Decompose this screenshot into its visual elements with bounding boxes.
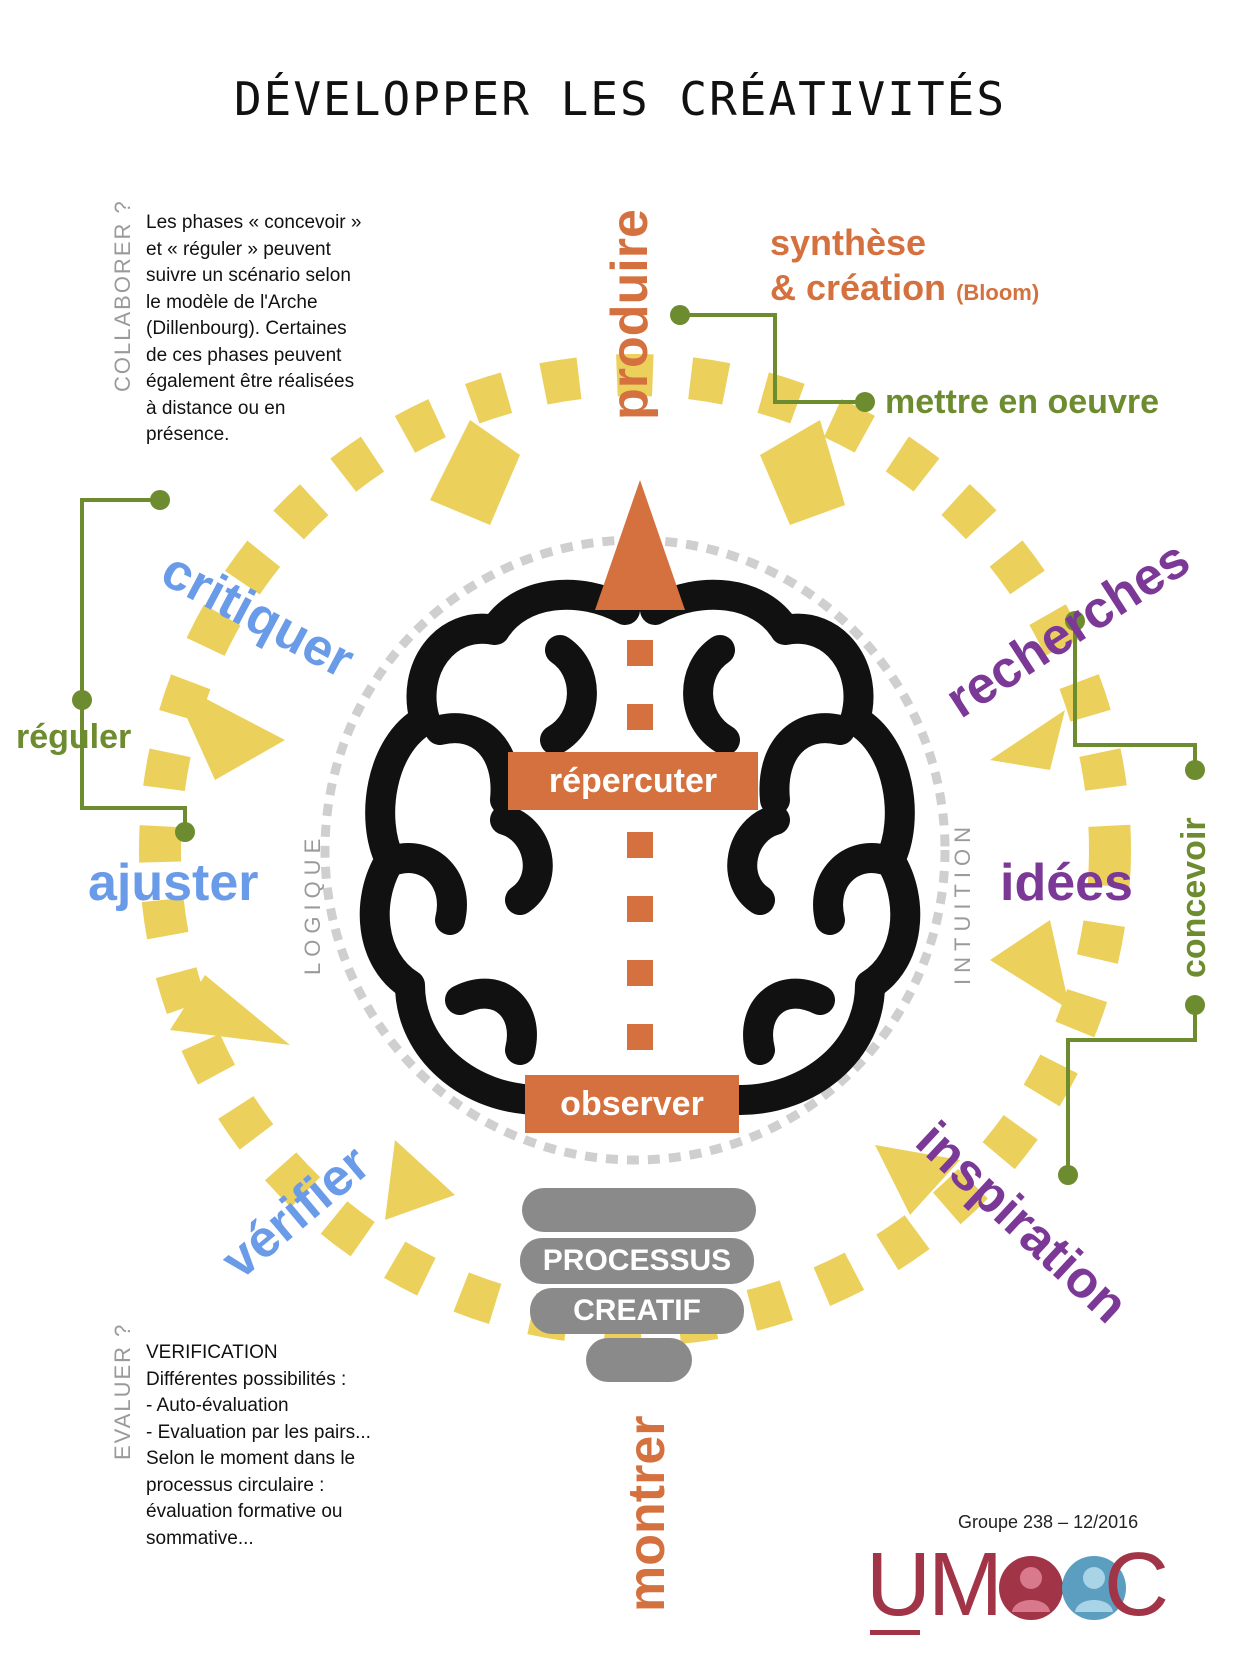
note-line: processus circulaire :	[146, 1474, 325, 1496]
page-title: DÉVELOPPER LES CRÉATIVITÉS	[233, 72, 1007, 126]
label-produire: produire	[601, 209, 659, 420]
note-line: VERIFICATION	[146, 1342, 278, 1363]
evaluer-note: VERIFICATION Différentes possibilités : …	[146, 1340, 406, 1552]
note-line: de ces phases peuvent	[146, 344, 342, 366]
brain-icon	[359, 579, 921, 1115]
label-processus: PROCESSUS	[520, 1238, 754, 1284]
collaborer-label: COLLABORER ?	[110, 199, 135, 392]
connector-lines	[80, 313, 1197, 1175]
evaluer-label: EVALUER ?	[110, 1322, 135, 1460]
logo-letter-c: C	[1104, 1535, 1169, 1635]
note-line: présence.	[146, 424, 230, 445]
label-ajuster: ajuster	[88, 854, 259, 912]
note-line: également être réalisées	[146, 371, 355, 392]
note-line: (Dillenbourg). Certaines	[146, 318, 347, 339]
label-bloom: (Bloom)	[956, 280, 1040, 305]
person-icon	[1062, 1556, 1126, 1620]
note-line: sommative...	[146, 1527, 254, 1549]
note-line: suivre un scénario selon	[146, 265, 351, 286]
note-line: Les phases « concevoir »	[146, 212, 362, 233]
connector-dots	[72, 305, 1205, 1185]
label-observer: observer	[525, 1075, 739, 1133]
note-line: - Evaluation par les pairs...	[146, 1421, 371, 1443]
note-line: à distance ou en	[146, 397, 286, 419]
footer-group: Groupe 238 – 12/2016	[958, 1512, 1139, 1532]
note-line: et « réguler » peuvent	[146, 238, 331, 260]
logo-letter-m: M	[928, 1535, 1003, 1635]
label-mettre-en-oeuvre: mettre en oeuvre	[885, 383, 1159, 421]
label-creation-text: & création	[770, 267, 947, 308]
label-repercuter: répercuter	[508, 752, 758, 810]
central-arrow	[595, 480, 685, 1090]
note-line: évaluation formative ou	[146, 1501, 343, 1522]
logo-letter-u: U	[866, 1535, 931, 1635]
note-line: Différentes possibilités :	[146, 1368, 347, 1390]
label-reguler: réguler	[16, 718, 132, 756]
label-intuition: INTUITION	[950, 821, 975, 985]
umooc-logo: U M	[866, 1540, 1156, 1640]
lightbulb-base-icon	[522, 1188, 756, 1382]
label-synthese: synthèse	[770, 222, 927, 263]
note-line: Selon le moment dans le	[146, 1448, 356, 1469]
label-logique: LOGIQUE	[300, 832, 325, 975]
note-line: le modèle de l'Arche	[146, 291, 318, 313]
note-line: - Auto-évaluation	[146, 1395, 289, 1416]
label-concevoir: concevoir	[1175, 817, 1213, 978]
person-icon	[999, 1556, 1063, 1620]
collaborer-note: Les phases « concevoir » et « réguler » …	[146, 210, 386, 449]
label-montrer: montrer	[618, 1415, 676, 1612]
label-creatif: CREATIF	[530, 1288, 744, 1334]
logo-graphics	[870, 1556, 1126, 1635]
label-creation: & création (Bloom)	[770, 267, 1039, 309]
label-idees: idées	[1000, 854, 1133, 912]
